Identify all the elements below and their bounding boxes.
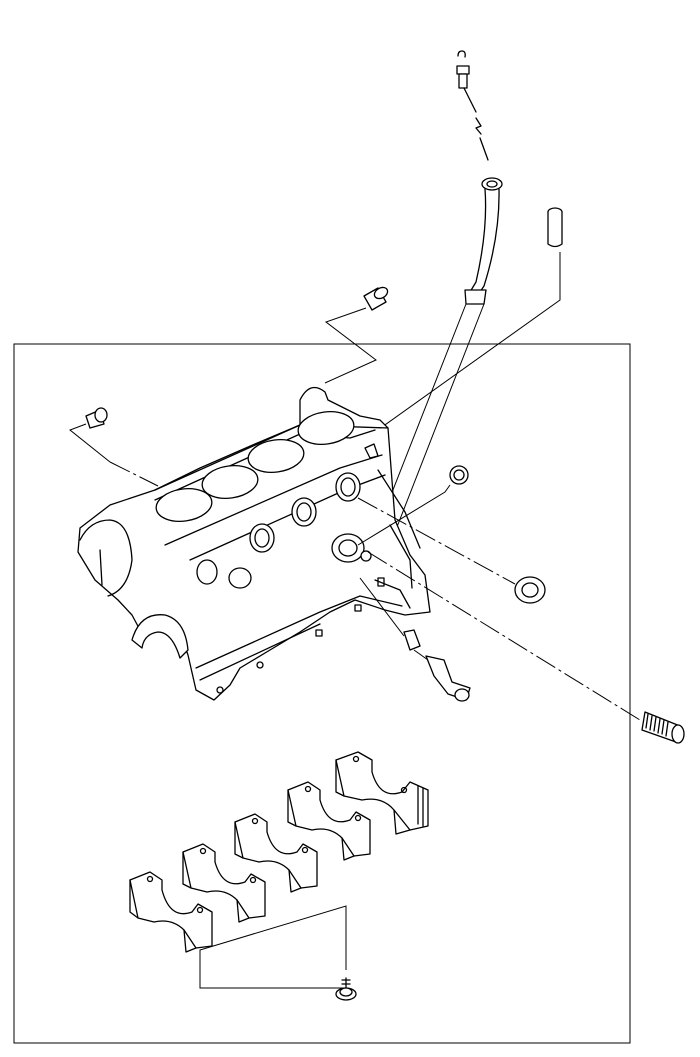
dowel-pin-tube	[374, 207, 563, 433]
bearing-cap-1	[129, 871, 213, 953]
bearing-cap-5	[335, 751, 429, 835]
bearing-cap-4	[287, 781, 371, 861]
plug-left	[69, 407, 159, 487]
boss-3	[335, 472, 361, 502]
cylinder-block	[77, 386, 431, 701]
boss-5	[228, 567, 252, 589]
bearing-cap-3	[234, 813, 318, 893]
threaded-insert	[367, 551, 685, 744]
bore-4	[297, 411, 355, 445]
boss-1	[249, 523, 275, 553]
bore-1	[155, 488, 213, 522]
boss-2	[291, 497, 317, 527]
seal-ring	[357, 497, 546, 604]
expansion-plug	[357, 465, 469, 546]
bore-2	[201, 465, 259, 499]
boss-4	[196, 559, 218, 585]
cap-bolt	[199, 905, 357, 1001]
filter-mount	[331, 533, 365, 563]
bearing-cap-2	[182, 843, 266, 923]
dipstick	[456, 50, 489, 161]
assembly-frame	[13, 343, 631, 1044]
bore-3	[247, 439, 305, 473]
oil-sensor	[359, 577, 471, 702]
plug-top	[324, 286, 389, 384]
